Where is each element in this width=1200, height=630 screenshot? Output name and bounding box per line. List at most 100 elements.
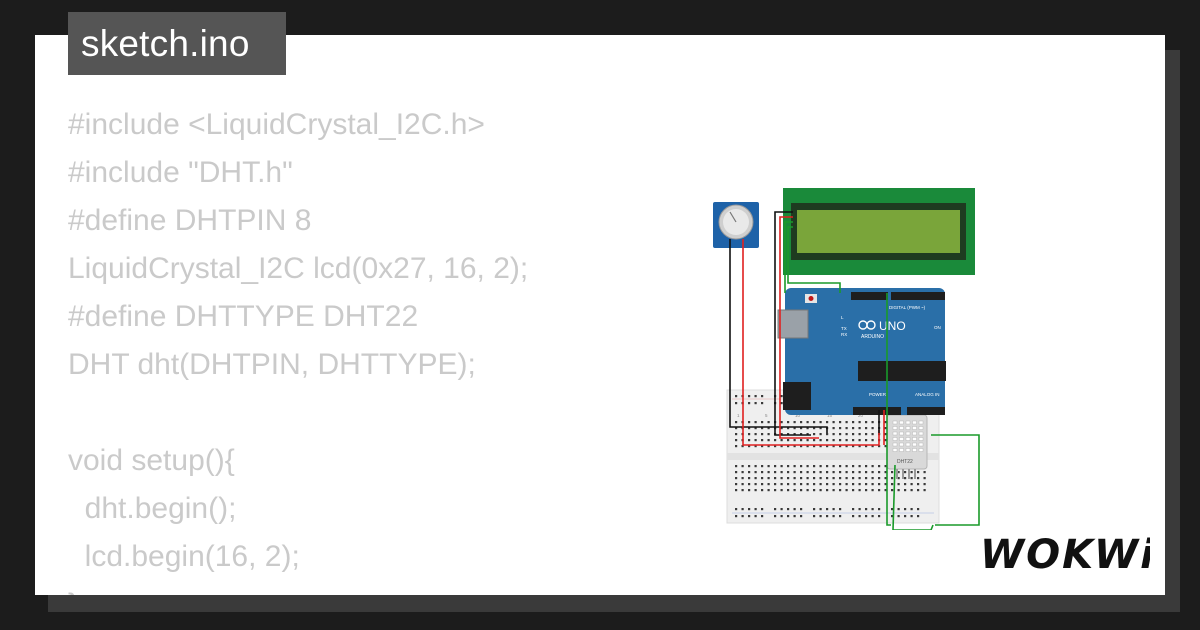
- breadboard-hole: [891, 508, 894, 511]
- sensor-slot: [918, 442, 924, 447]
- breadboard-hole: [891, 471, 894, 474]
- breadboard-hole: [839, 515, 842, 518]
- breadboard-hole: [832, 483, 835, 486]
- breadboard-hole: [735, 515, 738, 518]
- sensor-slot: [905, 442, 911, 447]
- breadboard-hole: [787, 427, 790, 430]
- breadboard-hole: [819, 421, 822, 424]
- sensor-slot: [892, 426, 898, 430]
- breadboard-hole: [767, 421, 770, 424]
- breadboard-hole: [839, 421, 842, 424]
- breadboard-hole: [761, 483, 764, 486]
- breadboard-hole: [741, 483, 744, 486]
- breadboard-hole: [780, 439, 783, 442]
- file-tab: sketch.ino: [68, 12, 286, 75]
- breadboard-hole: [793, 427, 796, 430]
- breadboard-hole: [806, 465, 809, 468]
- breadboard-hole: [819, 465, 822, 468]
- dht22-sensor: DHT22: [886, 414, 928, 479]
- sensor-slot: [905, 426, 911, 430]
- breadboard-hole: [787, 421, 790, 424]
- breadboard-hole: [832, 515, 835, 518]
- breadboard-hole: [741, 471, 744, 474]
- breadboard-hole: [826, 483, 829, 486]
- breadboard-hole: [865, 445, 868, 448]
- breadboard-hole: [813, 465, 816, 468]
- breadboard-hole: [852, 489, 855, 492]
- breadboard-hole: [878, 489, 881, 492]
- breadboard-hole: [787, 433, 790, 436]
- breadboard-hole: [845, 465, 848, 468]
- breadboard-hole: [897, 515, 900, 518]
- breadboard-hole: [865, 433, 868, 436]
- breadboard-hole: [741, 515, 744, 518]
- breadboard-hole: [884, 421, 887, 424]
- breadboard-hole: [741, 489, 744, 492]
- sensor-slot: [918, 420, 924, 425]
- breadboard-hole: [858, 471, 861, 474]
- breadboard-hole: [832, 489, 835, 492]
- breadboard-hole: [865, 421, 868, 424]
- breadboard-hole: [780, 471, 783, 474]
- sensor-slot: [905, 448, 911, 452]
- sensor-slot: [905, 420, 911, 425]
- breadboard-hole: [884, 433, 887, 436]
- breadboard-hole: [826, 515, 829, 518]
- breadboard-hole: [748, 433, 751, 436]
- breadboard-hole: [910, 515, 913, 518]
- code-line: #include "DHT.h": [68, 156, 293, 189]
- sensor-label: DHT22: [897, 459, 913, 465]
- breadboard-hole: [923, 477, 926, 480]
- sensor-slot: [892, 448, 898, 452]
- breadboard-hole: [897, 477, 900, 480]
- sensor-slot: [918, 426, 924, 430]
- code-line: [68, 389, 528, 437]
- breadboard-hole: [780, 489, 783, 492]
- breadboard-hole: [767, 489, 770, 492]
- breadboard-hole: [884, 439, 887, 442]
- breadboard-hole: [806, 427, 809, 430]
- breadboard-hole: [845, 445, 848, 448]
- breadboard-hole: [761, 445, 764, 448]
- breadboard-hole: [748, 483, 751, 486]
- breadboard-hole: [754, 445, 757, 448]
- breadboard-hole: [858, 439, 861, 442]
- breadboard-hole: [780, 515, 783, 518]
- breadboard-hole: [793, 489, 796, 492]
- breadboard-hole: [826, 471, 829, 474]
- breadboard-hole: [832, 427, 835, 430]
- breadboard-hole: [852, 427, 855, 430]
- breadboard-hole: [826, 433, 829, 436]
- breadboard-hole: [826, 439, 829, 442]
- sensor-slot: [899, 420, 904, 425]
- breadboard-hole: [800, 439, 803, 442]
- breadboard-hole: [865, 515, 868, 518]
- breadboard-hole: [871, 471, 874, 474]
- breadboard-hole: [852, 421, 855, 424]
- breadboard-hole: [780, 395, 783, 398]
- breadboard-hole: [839, 471, 842, 474]
- breadboard-hole: [871, 433, 874, 436]
- breadboard-hole: [780, 483, 783, 486]
- board-logo: UNO: [879, 319, 906, 333]
- breadboard-hole: [748, 402, 751, 405]
- breadboard-hole: [897, 489, 900, 492]
- breadboard-hole: [891, 489, 894, 492]
- breadboard-hole: [826, 489, 829, 492]
- breadboard-hole: [858, 427, 861, 430]
- breadboard-hole: [767, 465, 770, 468]
- breadboard-hole: [748, 489, 751, 492]
- breadboard-hole: [852, 471, 855, 474]
- breadboard-hole: [839, 433, 842, 436]
- breadboard-hole: [839, 445, 842, 448]
- breadboard-hole: [819, 471, 822, 474]
- breadboard-hole: [761, 433, 764, 436]
- breadboard-hole: [852, 477, 855, 480]
- breadboard-hole: [748, 508, 751, 511]
- breadboard-hole: [761, 471, 764, 474]
- breadboard-hole: [917, 515, 920, 518]
- breadboard-hole: [839, 477, 842, 480]
- breadboard-hole: [774, 483, 777, 486]
- breadboard-hole: [819, 427, 822, 430]
- breadboard-hole: [806, 483, 809, 486]
